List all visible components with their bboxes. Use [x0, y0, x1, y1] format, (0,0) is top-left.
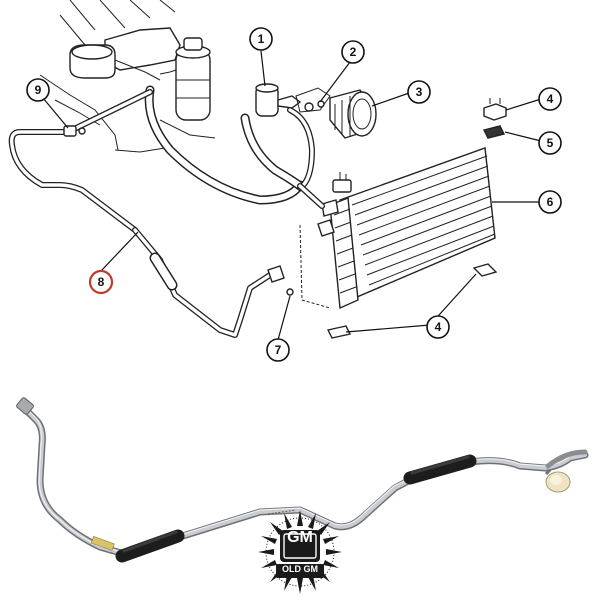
photo-sleeve-right [403, 454, 477, 485]
callout-8: 8 [88, 269, 114, 295]
callout-8-label: 8 [98, 275, 105, 289]
part-3-muffler [329, 89, 377, 139]
callout-5-label: 5 [547, 136, 554, 150]
part-1-component [255, 83, 302, 117]
callout-9: 9 [26, 78, 50, 102]
callout-4-lower-label: 4 [435, 320, 442, 334]
callout-4-lower: 4 [426, 315, 450, 339]
photo-fitting-right [544, 449, 588, 493]
callout-5: 5 [538, 131, 562, 155]
callout-2: 2 [341, 40, 365, 64]
part-6-condenser [299, 147, 496, 310]
callout-9-label: 9 [35, 83, 42, 97]
callout-1-label: 1 [258, 32, 265, 46]
part-8-line [132, 227, 294, 338]
photo-tag [90, 536, 115, 551]
part-5-pad [482, 125, 506, 139]
logo-burst [258, 510, 342, 594]
callout-6-label: 6 [547, 195, 554, 209]
callout-2-label: 2 [350, 45, 357, 59]
firewall-bracket [69, 27, 181, 81]
suction-hose [144, 85, 325, 209]
part-2-oring [295, 87, 331, 113]
leader-lines [37, 50, 542, 341]
part-4-bracket-upper [483, 98, 507, 121]
gm-logo-badge: GM OLD GM [258, 510, 342, 594]
accumulator-drier [159, 37, 211, 121]
callout-7-label: 7 [275, 343, 282, 357]
photo-sleeve-left [115, 529, 185, 563]
callout-3: 3 [407, 80, 431, 104]
callout-4-upper: 4 [538, 87, 562, 111]
callout-4-upper-label: 4 [547, 92, 554, 106]
part-4-bracket-lower [326, 263, 498, 339]
part-9-line [8, 89, 153, 233]
callouts: 1 2 3 4 5 6 4 [26, 27, 562, 362]
engine-bay-outline [39, 0, 216, 153]
product-photo: GM OLD GM [16, 397, 589, 594]
exploded-parts-drawing: 1 2 3 4 5 6 4 [8, 0, 562, 362]
logo-gm-text: GM [287, 529, 313, 546]
callout-6: 6 [538, 190, 562, 214]
callout-7: 7 [266, 338, 290, 362]
photo-fitting-left [16, 397, 34, 415]
callout-1: 1 [249, 27, 273, 51]
callout-3-label: 3 [416, 85, 423, 99]
logo-oldgm-text: OLD GM [282, 564, 318, 574]
photo-stamp [267, 509, 297, 515]
